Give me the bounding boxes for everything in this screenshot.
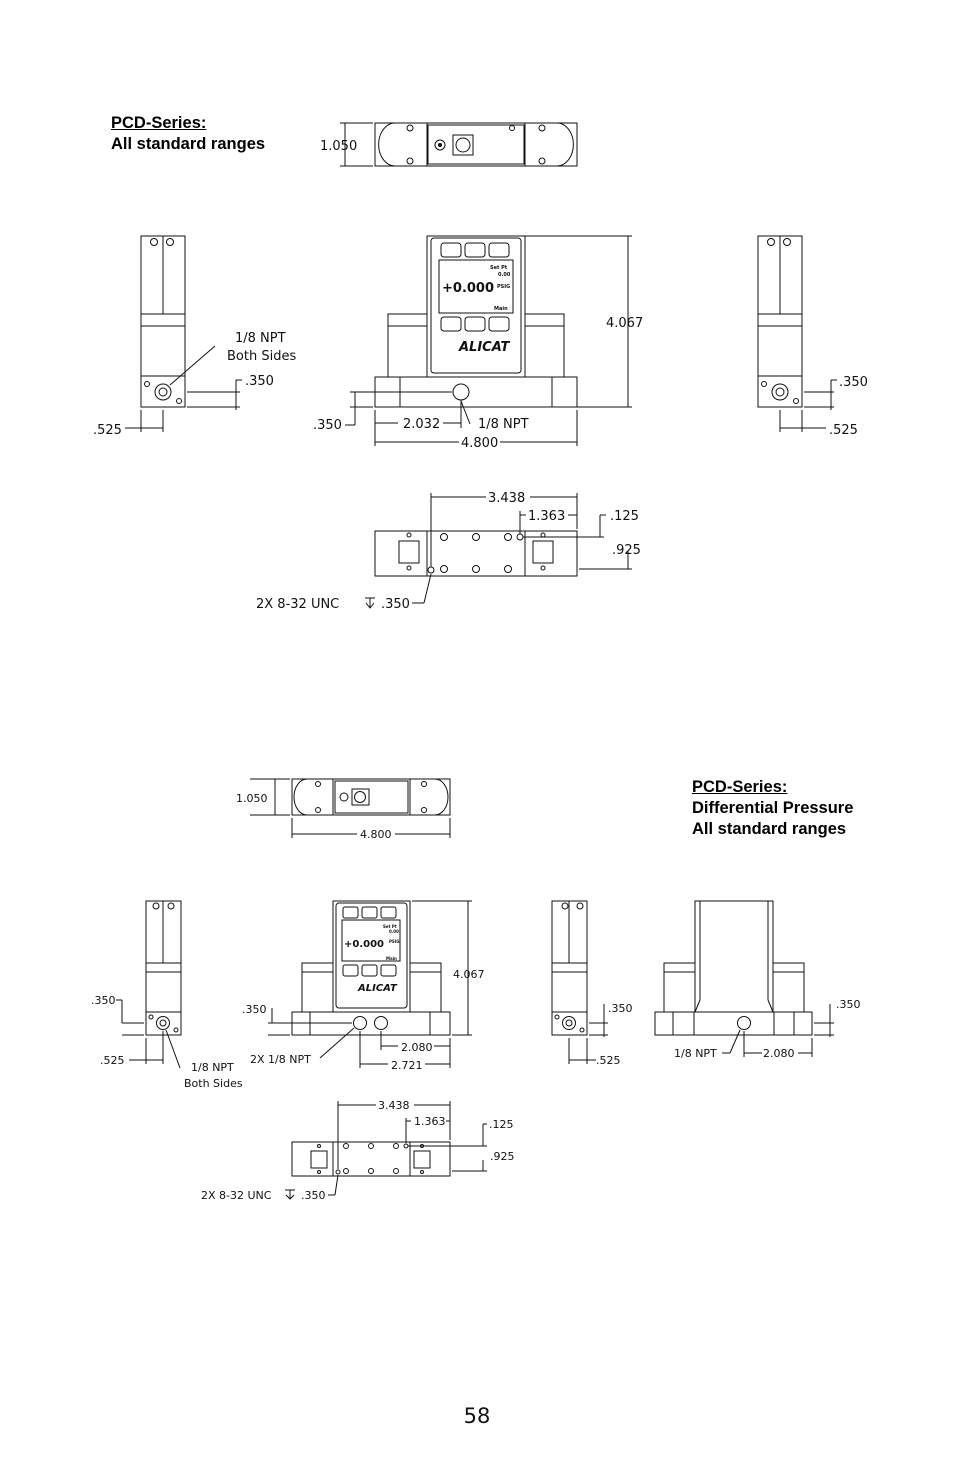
- s1-display-setpt: Set Pt: [490, 265, 508, 271]
- s2-bottom-3438-label: 3.438: [378, 1099, 410, 1112]
- s1-display-gas: PSIG: [497, 284, 510, 290]
- s2-front-4067-label: 4.067: [453, 968, 485, 981]
- depth-symbol-icon: [365, 597, 375, 609]
- s1-right-525-label: .525: [829, 423, 858, 438]
- s2-rear-view: [654, 900, 834, 1057]
- s2-rear-350-label: .350: [836, 998, 861, 1011]
- s1-right-350-label: .350: [839, 375, 868, 390]
- s2-right-side-view: [551, 900, 608, 1064]
- section1-heading-ranges: All standard ranges: [111, 135, 266, 153]
- s2-rear-npt-label: 1/8 NPT: [674, 1047, 717, 1060]
- s2-display-setpt: Set Pt: [383, 924, 397, 929]
- s1-left-side-view: [125, 235, 242, 432]
- s2-rear-2080-label: 2.080: [763, 1047, 795, 1060]
- s2-left-npt-line1: 1/8 NPT: [191, 1061, 234, 1074]
- s1-bottom-thread-label: 2X 8-32 UNC: [256, 597, 339, 612]
- s1-left-350-label: .350: [245, 374, 274, 389]
- section2-heading-type: Differential Pressure: [692, 799, 854, 817]
- s2-left-525-label: .525: [100, 1054, 125, 1067]
- s2-display-gas: PSIG: [389, 939, 400, 944]
- s1-right-side-view: [757, 235, 837, 432]
- s2-display-reading: +0.000: [344, 939, 384, 950]
- s1-left-525-label: .525: [93, 423, 122, 438]
- s2-bottom-depth-label: .350: [301, 1189, 326, 1202]
- s2-display-mode: Main: [386, 956, 397, 961]
- s1-front-4067-label: 4.067: [606, 316, 643, 331]
- s1-front-npt-label: 1/8 NPT: [478, 417, 529, 432]
- depth-symbol-icon: [285, 1189, 295, 1200]
- s2-left-npt-line2: Both Sides: [184, 1077, 243, 1090]
- s2-front-npt-label: 2X 1/8 NPT: [250, 1053, 311, 1066]
- s2-front-2080-label: 2.080: [401, 1041, 433, 1054]
- s1-front-4800-label: 4.800: [461, 436, 498, 451]
- s2-device-logo: ALICAT: [357, 983, 398, 994]
- s1-bottom-view: [374, 493, 632, 604]
- s1-device-logo: ALICAT: [458, 340, 511, 355]
- section2-heading-ranges: All standard ranges: [692, 820, 847, 838]
- s2-top-width-label: 4.800: [360, 828, 392, 841]
- s2-front-view: [268, 900, 472, 1068]
- s2-front-350-label: .350: [242, 1003, 267, 1016]
- s2-bottom-925-label: .925: [490, 1150, 515, 1163]
- s1-side-npt-line1: 1/8 NPT: [235, 331, 286, 346]
- s1-front-350-label: .350: [313, 418, 342, 433]
- s2-side-525-label: .525: [596, 1054, 621, 1067]
- section1-heading: PCD-Series: All standard ranges: [111, 113, 265, 155]
- s2-left-side-view: [116, 900, 182, 1069]
- s1-top-view: [340, 122, 578, 167]
- section2-heading: PCD-Series: Differential Pressure All st…: [692, 777, 853, 840]
- s1-bottom-depth-label: .350: [381, 597, 410, 612]
- s2-front-2721-label: 2.721: [391, 1059, 423, 1072]
- s2-bottom-1363-label: 1.363: [414, 1115, 446, 1128]
- s1-bottom-3438-label: 3.438: [488, 491, 525, 506]
- s2-bottom-125-label: .125: [489, 1118, 514, 1131]
- s1-top-height-label: 1.050: [320, 139, 357, 154]
- section2-heading-series: PCD-Series:: [692, 778, 788, 796]
- section1-heading-series: PCD-Series:: [111, 114, 207, 132]
- s2-side-350-label: .350: [608, 1002, 633, 1015]
- s1-bottom-1363-label: 1.363: [528, 509, 565, 524]
- s1-bottom-925-label: .925: [612, 543, 641, 558]
- s2-bottom-thread-label: 2X 8-32 UNC: [201, 1189, 272, 1202]
- s1-side-npt-line2: Both Sides: [227, 349, 296, 364]
- s1-bottom-125-label: .125: [610, 509, 639, 524]
- s1-display-reading: +0.000: [442, 281, 494, 296]
- s1-front-view: [345, 235, 632, 446]
- s1-display-mode: Main: [494, 306, 508, 312]
- s2-bottom-view: [291, 1101, 487, 1196]
- s2-top-height-label: 1.050: [236, 792, 268, 805]
- s2-display-setpt-value: 0.00: [389, 929, 399, 934]
- page-number: 58: [463, 1404, 491, 1428]
- s2-left-350-label: .350: [91, 994, 116, 1007]
- s2-top-view: [250, 778, 451, 838]
- s1-display-setpt-value: 0.00: [498, 272, 511, 278]
- s1-front-2032-label: 2.032: [403, 417, 440, 432]
